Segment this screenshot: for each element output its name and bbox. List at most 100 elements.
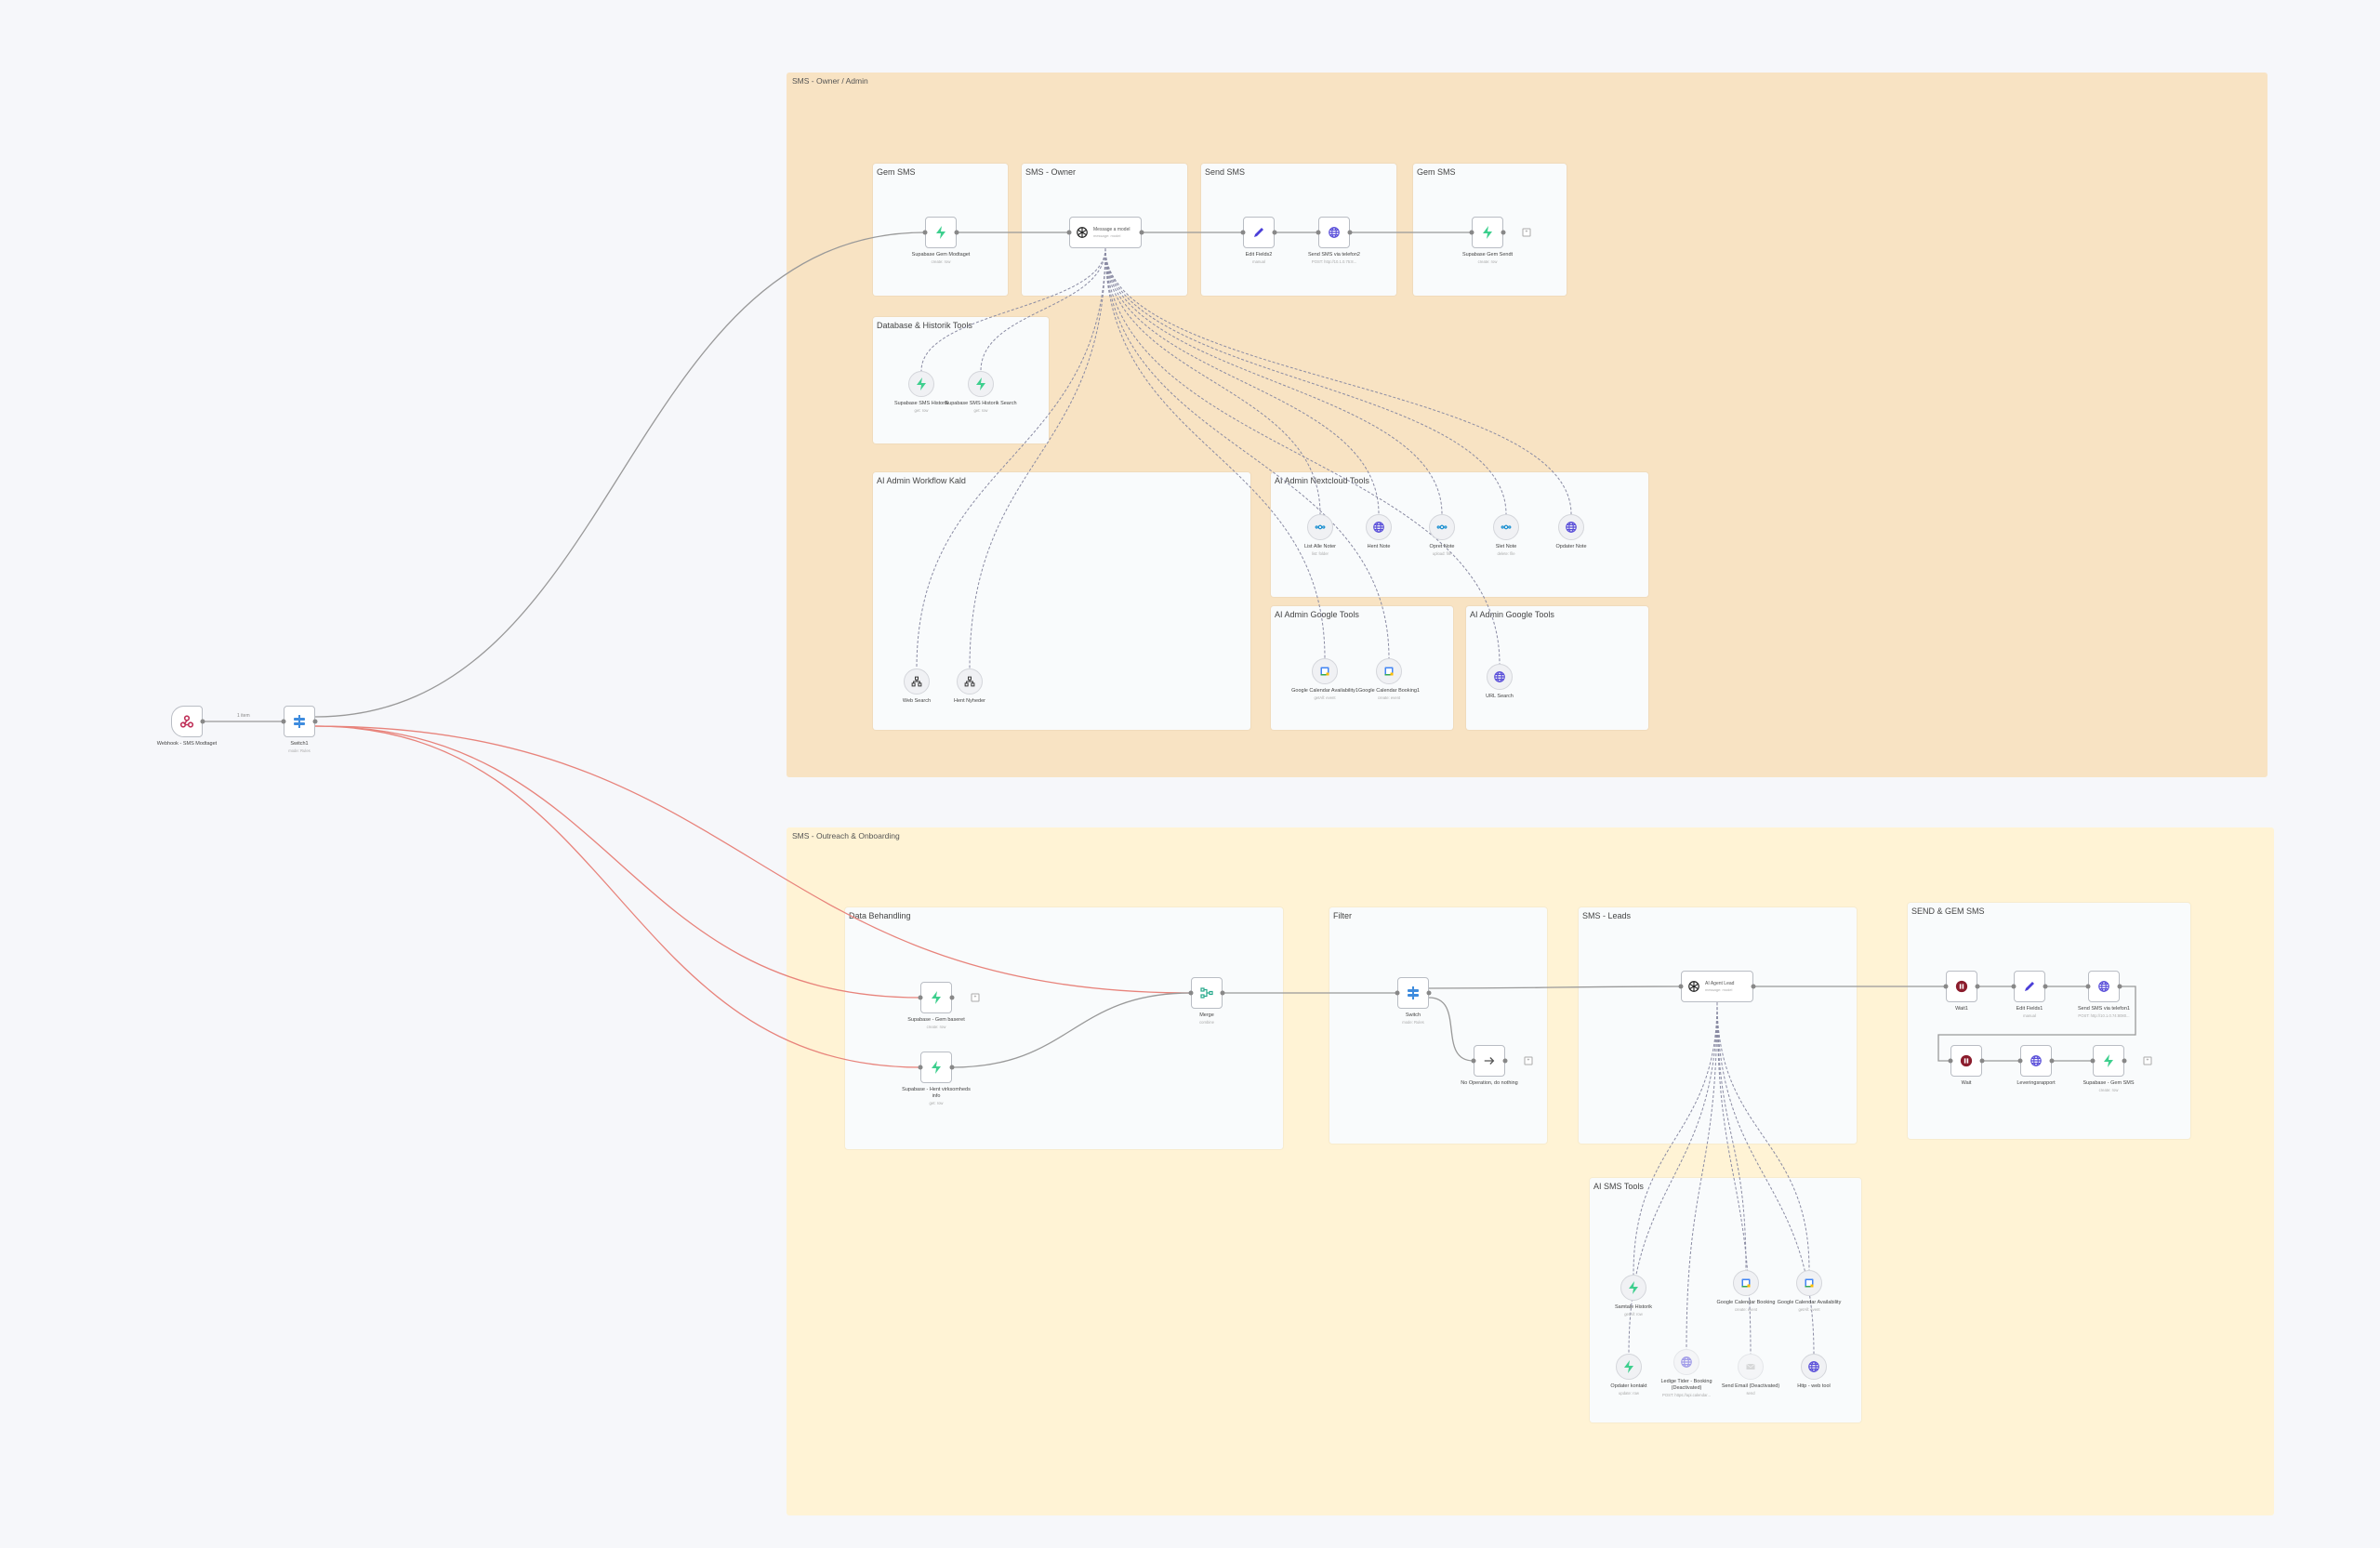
connection-port[interactable] xyxy=(2122,1058,2127,1064)
node-webhook[interactable] xyxy=(171,706,203,737)
node-nc-list[interactable] xyxy=(1307,514,1333,540)
connection-port[interactable] xyxy=(1188,990,1194,996)
node-nc-del[interactable] xyxy=(1493,514,1519,540)
node-http[interactable] xyxy=(1801,1354,1827,1380)
node-gc-book[interactable] xyxy=(1733,1270,1759,1296)
section-db[interactable]: Database & Historik Tools xyxy=(873,317,1049,443)
connection-port[interactable] xyxy=(1469,230,1474,235)
node-lever[interactable] xyxy=(2020,1045,2052,1077)
connection-port[interactable] xyxy=(1471,1058,1476,1064)
connection-port[interactable] xyxy=(1220,990,1225,996)
connection-port[interactable] xyxy=(1139,230,1144,235)
node-edit1[interactable] xyxy=(2014,971,2045,1002)
section-send[interactable]: Send SMS xyxy=(1201,164,1396,296)
node-send2[interactable] xyxy=(1318,217,1350,248)
connection-port[interactable] xyxy=(281,719,286,724)
section-wf[interactable]: AI Admin Workflow Kald xyxy=(873,472,1250,730)
connection-port[interactable] xyxy=(2043,984,2048,989)
connection-port[interactable] xyxy=(918,995,923,1000)
globe-icon xyxy=(2097,980,2110,993)
section-title: SMS - Owner xyxy=(1025,167,1077,177)
node-hist-search[interactable] xyxy=(968,371,994,397)
add-node-button[interactable]: + xyxy=(1522,228,1531,237)
connection-port[interactable] xyxy=(1975,984,1980,989)
connection-port[interactable] xyxy=(2117,984,2122,989)
connection-port[interactable] xyxy=(200,719,205,724)
node-nc-get[interactable] xyxy=(1366,514,1392,540)
node-nc-upd[interactable] xyxy=(1558,514,1584,540)
node-gc-av1[interactable] xyxy=(1312,658,1338,684)
connection-port[interactable] xyxy=(954,230,959,235)
add-node-button[interactable]: + xyxy=(1524,1056,1533,1065)
node-subtitle: combine xyxy=(1199,1019,1214,1025)
node-ledige[interactable] xyxy=(1673,1349,1699,1375)
node-samtale[interactable] xyxy=(1620,1275,1646,1301)
add-node-button[interactable]: + xyxy=(971,993,980,1002)
globe-icon xyxy=(1680,1356,1693,1369)
connection-port[interactable] xyxy=(1240,230,1246,235)
node-subtitle: delete: file xyxy=(1497,550,1515,556)
node-email[interactable] xyxy=(1738,1354,1764,1380)
calendar-icon xyxy=(1319,666,1330,677)
node-edit2[interactable] xyxy=(1243,217,1275,248)
node-subtitle: get: row xyxy=(929,1100,944,1105)
section-sendgem[interactable]: SEND & GEM SMS xyxy=(1908,903,2190,1139)
node-gc-b1[interactable] xyxy=(1376,658,1402,684)
connection-port[interactable] xyxy=(922,230,928,235)
section-leads[interactable]: SMS - Leads xyxy=(1579,907,1857,1144)
connection-port[interactable] xyxy=(1502,1058,1508,1064)
connection-port[interactable] xyxy=(2090,1058,2096,1064)
node-web[interactable] xyxy=(904,668,930,695)
connection-port[interactable] xyxy=(1272,230,1277,235)
connection-port[interactable] xyxy=(1501,230,1506,235)
connection-port[interactable] xyxy=(949,995,955,1000)
connection-port[interactable] xyxy=(918,1065,923,1070)
connection-port[interactable] xyxy=(1347,230,1353,235)
node-url[interactable] xyxy=(1487,664,1513,690)
node-gem-sms[interactable] xyxy=(2093,1045,2124,1077)
node-switch1[interactable] xyxy=(284,706,315,737)
connection-port[interactable] xyxy=(1678,984,1684,989)
switch-icon xyxy=(1406,986,1421,1000)
connection-port[interactable] xyxy=(1979,1058,1985,1064)
node-hist[interactable] xyxy=(908,371,934,397)
section-title: Data Behandling xyxy=(849,911,911,920)
connection-port[interactable] xyxy=(1395,990,1400,996)
supabase-icon xyxy=(973,377,988,391)
connection-port[interactable] xyxy=(2011,984,2016,989)
add-node-button[interactable]: + xyxy=(2143,1056,2152,1065)
node-switch[interactable] xyxy=(1397,977,1429,1009)
node-gem-sendt[interactable] xyxy=(1472,217,1503,248)
node-opdater[interactable] xyxy=(1616,1354,1642,1380)
connection-port[interactable] xyxy=(1066,230,1072,235)
node-wait[interactable] xyxy=(1950,1045,1982,1077)
node-nc-create[interactable] xyxy=(1429,514,1455,540)
connection-port[interactable] xyxy=(1948,1058,1953,1064)
node-hent-info[interactable] xyxy=(920,1052,952,1083)
connection-port[interactable] xyxy=(1426,990,1432,996)
node-gc-av[interactable] xyxy=(1796,1270,1822,1296)
section-g1[interactable]: AI Admin Google Tools xyxy=(1271,606,1453,730)
node-gem-baseret[interactable] xyxy=(920,982,952,1013)
node-wait1[interactable] xyxy=(1946,971,1977,1002)
node-label: Leveringsrapport xyxy=(2016,1080,2056,1086)
connection-port[interactable] xyxy=(1751,984,1756,989)
connection-port[interactable] xyxy=(2049,1058,2055,1064)
node-merge[interactable] xyxy=(1191,977,1223,1009)
connection-port[interactable] xyxy=(2017,1058,2023,1064)
node-noop[interactable] xyxy=(1474,1045,1505,1077)
connection-port[interactable] xyxy=(2085,984,2091,989)
section-filter[interactable]: Filter xyxy=(1329,907,1547,1144)
connection-port[interactable] xyxy=(1316,230,1321,235)
node-send1[interactable] xyxy=(2088,971,2120,1002)
node-news[interactable] xyxy=(957,668,983,695)
connection-port[interactable] xyxy=(949,1065,955,1070)
connection-port[interactable] xyxy=(1943,984,1949,989)
sticky-title: SMS - Owner / Admin xyxy=(792,76,868,86)
node-gem-modtaget[interactable] xyxy=(925,217,957,248)
connection-port[interactable] xyxy=(312,719,318,724)
